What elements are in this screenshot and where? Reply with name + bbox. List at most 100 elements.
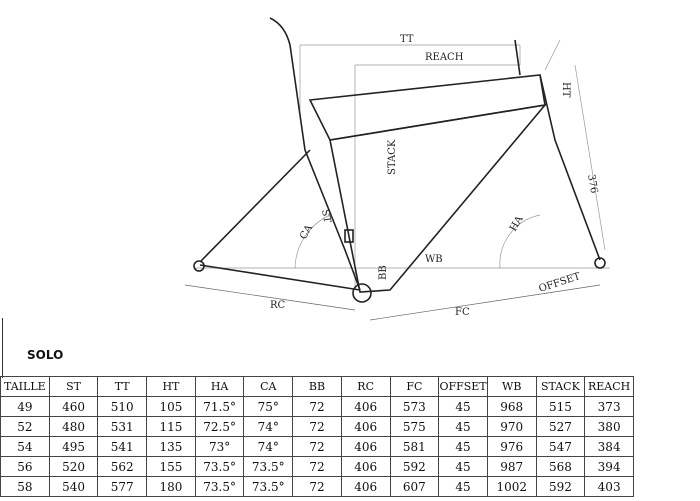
table-cell: 73.5° xyxy=(194,456,245,477)
column-header: ST xyxy=(48,376,99,397)
label-bb: BB xyxy=(378,265,389,280)
table-cell: 394 xyxy=(584,456,634,477)
table-cell: 72 xyxy=(292,396,342,417)
table-cell: 75° xyxy=(243,396,294,417)
table-cell: 72 xyxy=(292,476,342,497)
label-st: ST xyxy=(319,209,332,225)
table-cell: 71.5° xyxy=(194,396,245,417)
table-cell: 510 xyxy=(97,396,148,417)
table-cell: 541 xyxy=(97,436,148,457)
table-cell: 72 xyxy=(292,436,342,457)
table-cell: 73.5° xyxy=(243,456,294,477)
label-rc: RC xyxy=(270,300,286,311)
table-cell: 577 xyxy=(97,476,148,497)
table-cell: 384 xyxy=(584,436,634,457)
table-cell: 547 xyxy=(535,436,586,457)
column-header: BB xyxy=(292,376,342,397)
table-cell: 45 xyxy=(438,396,488,417)
table-cell: 568 xyxy=(535,456,586,477)
column-header: OFFSET xyxy=(438,376,488,397)
table-cell: 115 xyxy=(146,416,196,437)
label-reach: REACH xyxy=(425,52,464,63)
table-cell: 592 xyxy=(535,476,586,497)
label-ht: HT xyxy=(560,82,571,98)
column-header: REACH xyxy=(584,376,634,397)
table-cell: 72 xyxy=(292,456,342,477)
table-cell: 968 xyxy=(486,396,537,417)
table-cell: 73.5° xyxy=(243,476,294,497)
table-cell: 460 xyxy=(48,396,99,417)
column-header: CA xyxy=(243,376,294,397)
table-cell: 72.5° xyxy=(194,416,245,437)
table-cell: 54 xyxy=(0,436,50,457)
table-cell: 406 xyxy=(340,436,391,457)
model-title: SOLO xyxy=(27,348,64,362)
label-wb: WB xyxy=(425,254,443,265)
column-header: HA xyxy=(194,376,245,397)
table-cell: 607 xyxy=(389,476,440,497)
table-cell: 49 xyxy=(0,396,50,417)
table-cell: 406 xyxy=(340,416,391,437)
table-cell: 976 xyxy=(486,436,537,457)
table-cell: 180 xyxy=(146,476,196,497)
column-header: TAILLE xyxy=(0,376,50,397)
table-cell: 406 xyxy=(340,456,391,477)
table-cell: 380 xyxy=(584,416,634,437)
table-cell: 155 xyxy=(146,456,196,477)
table-cell: 520 xyxy=(48,456,99,477)
table-cell: 73° xyxy=(194,436,245,457)
table-cell: 987 xyxy=(486,456,537,477)
label-ha: HA xyxy=(508,214,526,234)
table-cell: 581 xyxy=(389,436,440,457)
table-cell: 373 xyxy=(584,396,634,417)
table-cell: 406 xyxy=(340,476,391,497)
table-cell: 480 xyxy=(48,416,99,437)
column-header: WB xyxy=(486,376,537,397)
label-stack: STACK xyxy=(387,139,398,175)
column-header: STACK xyxy=(535,376,586,397)
table-cell: 73.5° xyxy=(194,476,245,497)
table-cell: 540 xyxy=(48,476,99,497)
table-cell: 56 xyxy=(0,456,50,477)
label-tt: TT xyxy=(400,34,414,45)
table-cell: 403 xyxy=(584,476,634,497)
table-cell: 72 xyxy=(292,416,342,437)
table-cell: 105 xyxy=(146,396,196,417)
table-cell: 58 xyxy=(0,476,50,497)
table-cell: 575 xyxy=(389,416,440,437)
table-cell: 45 xyxy=(438,436,488,457)
column-header: FC xyxy=(389,376,440,397)
label-376: 376 xyxy=(585,174,599,195)
table-cell: 495 xyxy=(48,436,99,457)
table-cell: 527 xyxy=(535,416,586,437)
table-cell: 515 xyxy=(535,396,586,417)
bike-frame-diagram: TT REACH HT STACK 376 HA WB OFFSET BB ST… xyxy=(184,17,610,321)
dimension-lines xyxy=(184,39,610,321)
table-cell: 531 xyxy=(97,416,148,437)
table-cell: 406 xyxy=(340,396,391,417)
table-cell: 45 xyxy=(438,476,488,497)
table-cell: 74° xyxy=(243,436,294,457)
table-cell: 562 xyxy=(97,456,148,477)
column-header: RC xyxy=(340,376,391,397)
label-fc: FC xyxy=(455,307,470,318)
table-cell: 970 xyxy=(486,416,537,437)
column-header: TT xyxy=(97,376,148,397)
frame-outline xyxy=(193,17,606,303)
table-cell: 74° xyxy=(243,416,294,437)
table-cell: 573 xyxy=(389,396,440,417)
column-header: HT xyxy=(146,376,196,397)
label-ca: CA xyxy=(298,222,315,241)
table-cell: 592 xyxy=(389,456,440,477)
table-cell: 1002 xyxy=(486,476,537,497)
table-cell: 52 xyxy=(0,416,50,437)
table-cell: 45 xyxy=(438,456,488,477)
table-cell: 45 xyxy=(438,416,488,437)
